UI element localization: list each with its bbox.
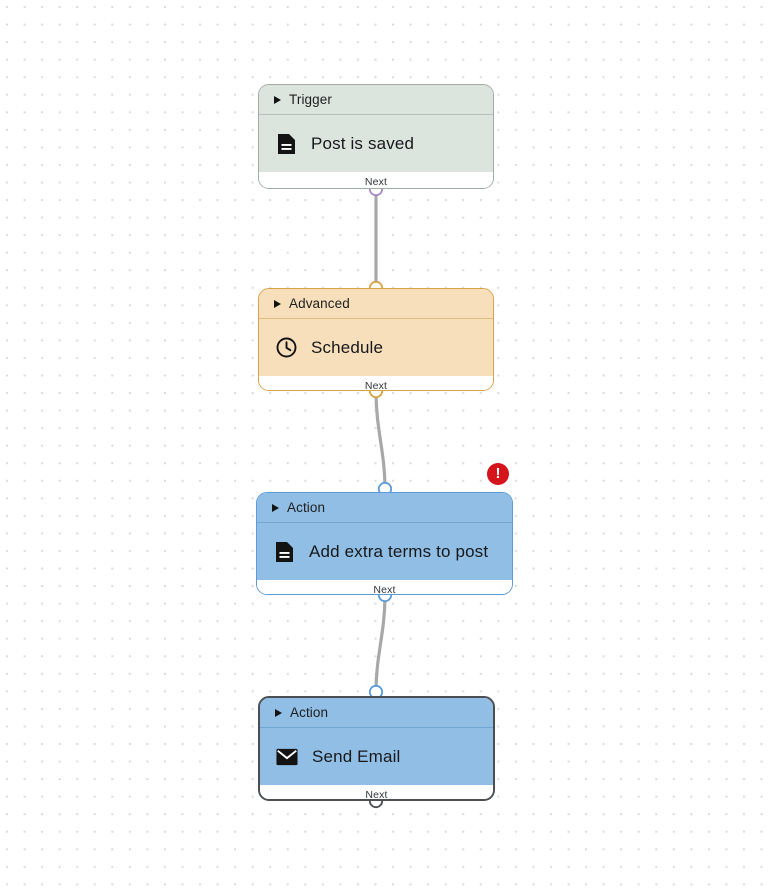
node-footer-label: Next bbox=[373, 583, 396, 595]
node-body[interactable]: Post is saved bbox=[259, 115, 493, 172]
collapse-triangle-icon[interactable] bbox=[272, 503, 279, 512]
node-action-add-extra-terms-to-post[interactable]: Action Add extra terms to post Next bbox=[256, 492, 513, 595]
document-icon bbox=[273, 541, 295, 563]
envelope-icon bbox=[276, 746, 298, 768]
node-type-label: Advanced bbox=[289, 296, 350, 311]
node-trigger-post-is-saved[interactable]: Trigger Post is saved Next bbox=[258, 84, 494, 189]
node-advanced-schedule[interactable]: Advanced Schedule Next bbox=[258, 288, 494, 391]
node-type-label: Action bbox=[287, 500, 326, 515]
node-title: Post is saved bbox=[311, 133, 415, 153]
node-title: Schedule bbox=[311, 337, 384, 357]
node-header[interactable]: Advanced bbox=[259, 289, 493, 318]
node-action-send-email[interactable]: Action Send Email Next bbox=[258, 696, 495, 801]
connector-advanced-to-action-terms bbox=[374, 389, 387, 491]
node-body[interactable]: Send Email bbox=[260, 728, 493, 785]
node-footer-label: Next bbox=[364, 379, 388, 391]
node-footer-next[interactable]: Next bbox=[259, 172, 493, 188]
collapse-triangle-icon[interactable] bbox=[274, 95, 281, 104]
node-footer-label: Next bbox=[365, 788, 388, 801]
node-divider bbox=[260, 727, 493, 728]
connector-action-terms-to-send-email bbox=[374, 593, 387, 694]
node-divider bbox=[259, 114, 493, 115]
error-badge-icon[interactable]: ! bbox=[487, 463, 509, 485]
node-footer-next[interactable]: Next bbox=[259, 376, 493, 391]
node-title: Send Email bbox=[312, 746, 401, 766]
node-divider bbox=[257, 522, 512, 523]
node-body[interactable]: Add extra terms to post bbox=[257, 523, 512, 580]
node-title: Add extra terms to post bbox=[309, 541, 489, 561]
node-footer-next[interactable]: Next bbox=[257, 580, 512, 595]
node-type-label: Action bbox=[290, 705, 329, 720]
node-divider bbox=[259, 318, 493, 319]
document-icon bbox=[275, 133, 297, 155]
collapse-triangle-icon[interactable] bbox=[274, 299, 281, 308]
node-header[interactable]: Trigger bbox=[259, 85, 493, 114]
node-footer-label: Next bbox=[364, 175, 388, 188]
clock-icon bbox=[275, 337, 297, 359]
node-type-label: Trigger bbox=[289, 92, 332, 107]
node-body[interactable]: Schedule bbox=[259, 319, 493, 376]
node-footer-next[interactable]: Next bbox=[260, 785, 493, 801]
node-header[interactable]: Action bbox=[260, 698, 493, 727]
collapse-triangle-icon[interactable] bbox=[275, 708, 282, 717]
node-header[interactable]: Action bbox=[257, 493, 512, 522]
